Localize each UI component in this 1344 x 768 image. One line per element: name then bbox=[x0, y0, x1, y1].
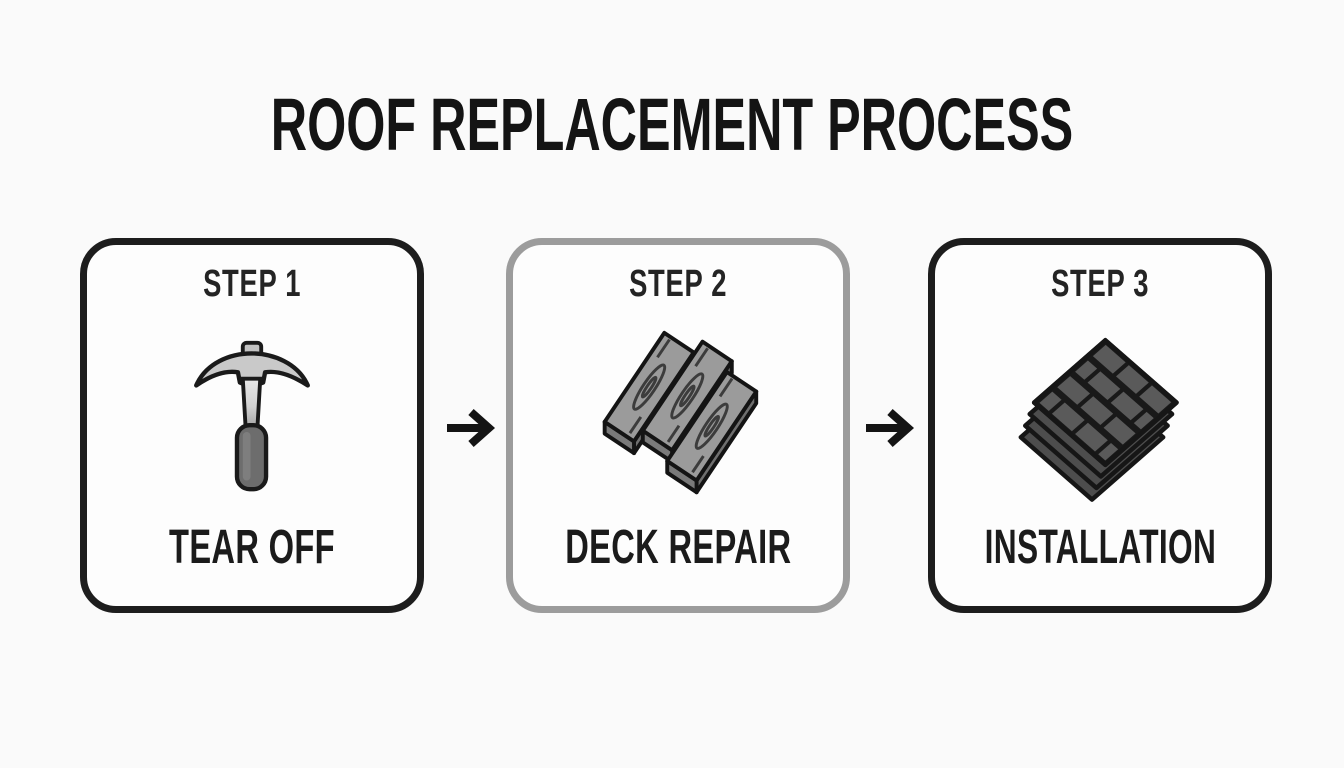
step-1-card: STEP 1 bbox=[80, 238, 424, 613]
step-1-icon-zone bbox=[95, 307, 409, 524]
step-3-label: STEP 3 bbox=[1050, 263, 1150, 305]
step-2-icon-zone bbox=[521, 307, 835, 524]
step-1-label: STEP 1 bbox=[202, 263, 302, 305]
step-2-card: STEP 2 bbox=[506, 238, 850, 613]
step-3-card: STEP 3 bbox=[928, 238, 1272, 613]
step-2-name: DECK REPAIR bbox=[564, 521, 792, 574]
step-3-icon-zone bbox=[943, 307, 1257, 524]
page-title: ROOF REPLACEMENT PROCESS bbox=[0, 88, 1344, 162]
step-3-name: INSTALLATION bbox=[984, 521, 1216, 574]
step-2-label: STEP 2 bbox=[628, 263, 728, 305]
arrow-right-icon bbox=[447, 409, 496, 447]
step-1-name: TEAR OFF bbox=[169, 521, 335, 574]
wood-planks-icon bbox=[602, 331, 759, 495]
pickaxe-icon bbox=[194, 341, 310, 492]
page-title-text: ROOF REPLACEMENT PROCESS bbox=[270, 83, 1074, 166]
shingles-icon bbox=[1018, 338, 1179, 503]
arrow-right-icon bbox=[866, 409, 915, 447]
